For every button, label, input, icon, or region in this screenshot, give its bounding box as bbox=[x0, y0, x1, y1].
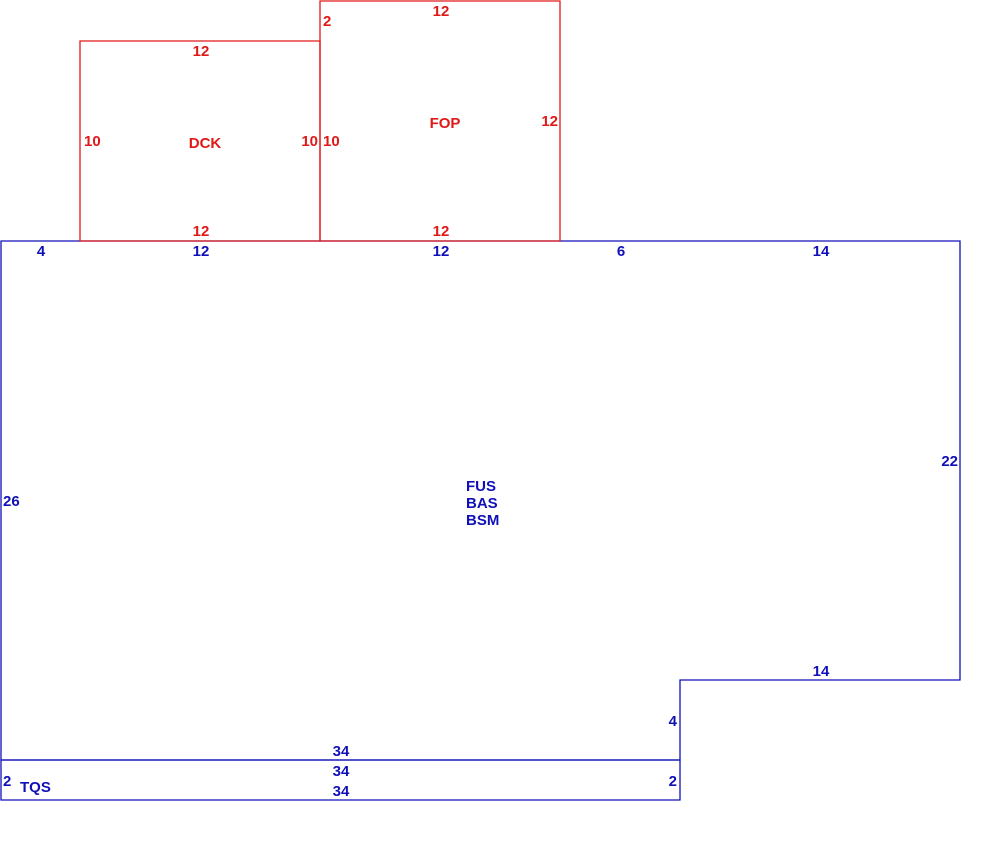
main-top-right-dimension: 14 bbox=[813, 243, 830, 260]
main-step-top-dimension: 14 bbox=[813, 663, 830, 680]
dck-left-dimension: 10 bbox=[84, 133, 101, 150]
tqs-left-dimension: 2 bbox=[3, 773, 11, 790]
dck-bottom-dimension: 12 bbox=[193, 223, 210, 240]
fop-left-dimension: 10 bbox=[323, 133, 340, 150]
fop-area-outline bbox=[319, 0, 561, 242]
main-code-label-1: FUS bbox=[466, 478, 496, 495]
dck-right-dimension: 10 bbox=[301, 133, 318, 150]
main-right-dimension: 22 bbox=[941, 453, 958, 470]
dck-code-label: DCK bbox=[189, 135, 222, 152]
tqs-bottom-dimension: 34 bbox=[333, 783, 350, 800]
main-code-label-2: BAS bbox=[466, 495, 498, 512]
main-code-label-3: BSM bbox=[466, 512, 499, 529]
tqs-right-dimension: 2 bbox=[669, 773, 677, 790]
main-left-dimension: 26 bbox=[3, 493, 20, 510]
fop-bottom-dimension: 12 bbox=[433, 223, 450, 240]
main-top-left-dimension: 4 bbox=[37, 243, 46, 260]
tqs-top-dimension: 34 bbox=[333, 763, 350, 780]
main-bottom-dimension: 34 bbox=[333, 743, 350, 760]
main-top-mid-dimension: 6 bbox=[617, 243, 625, 260]
main-top-deck-dimension: 12 bbox=[193, 243, 210, 260]
fop-code-label: FOP bbox=[430, 115, 461, 132]
dck-top-dimension: 12 bbox=[193, 43, 210, 60]
fop-right-dimension: 12 bbox=[541, 113, 558, 130]
main-top-porch-dimension: 12 bbox=[433, 243, 450, 260]
fop-top-dimension: 12 bbox=[433, 3, 450, 20]
tqs-code-label: TQS bbox=[20, 779, 51, 796]
main-step-side-dimension: 4 bbox=[669, 713, 678, 730]
fop-left-short-dimension: 2 bbox=[323, 13, 331, 30]
tqs-area-outline bbox=[0, 759, 681, 801]
